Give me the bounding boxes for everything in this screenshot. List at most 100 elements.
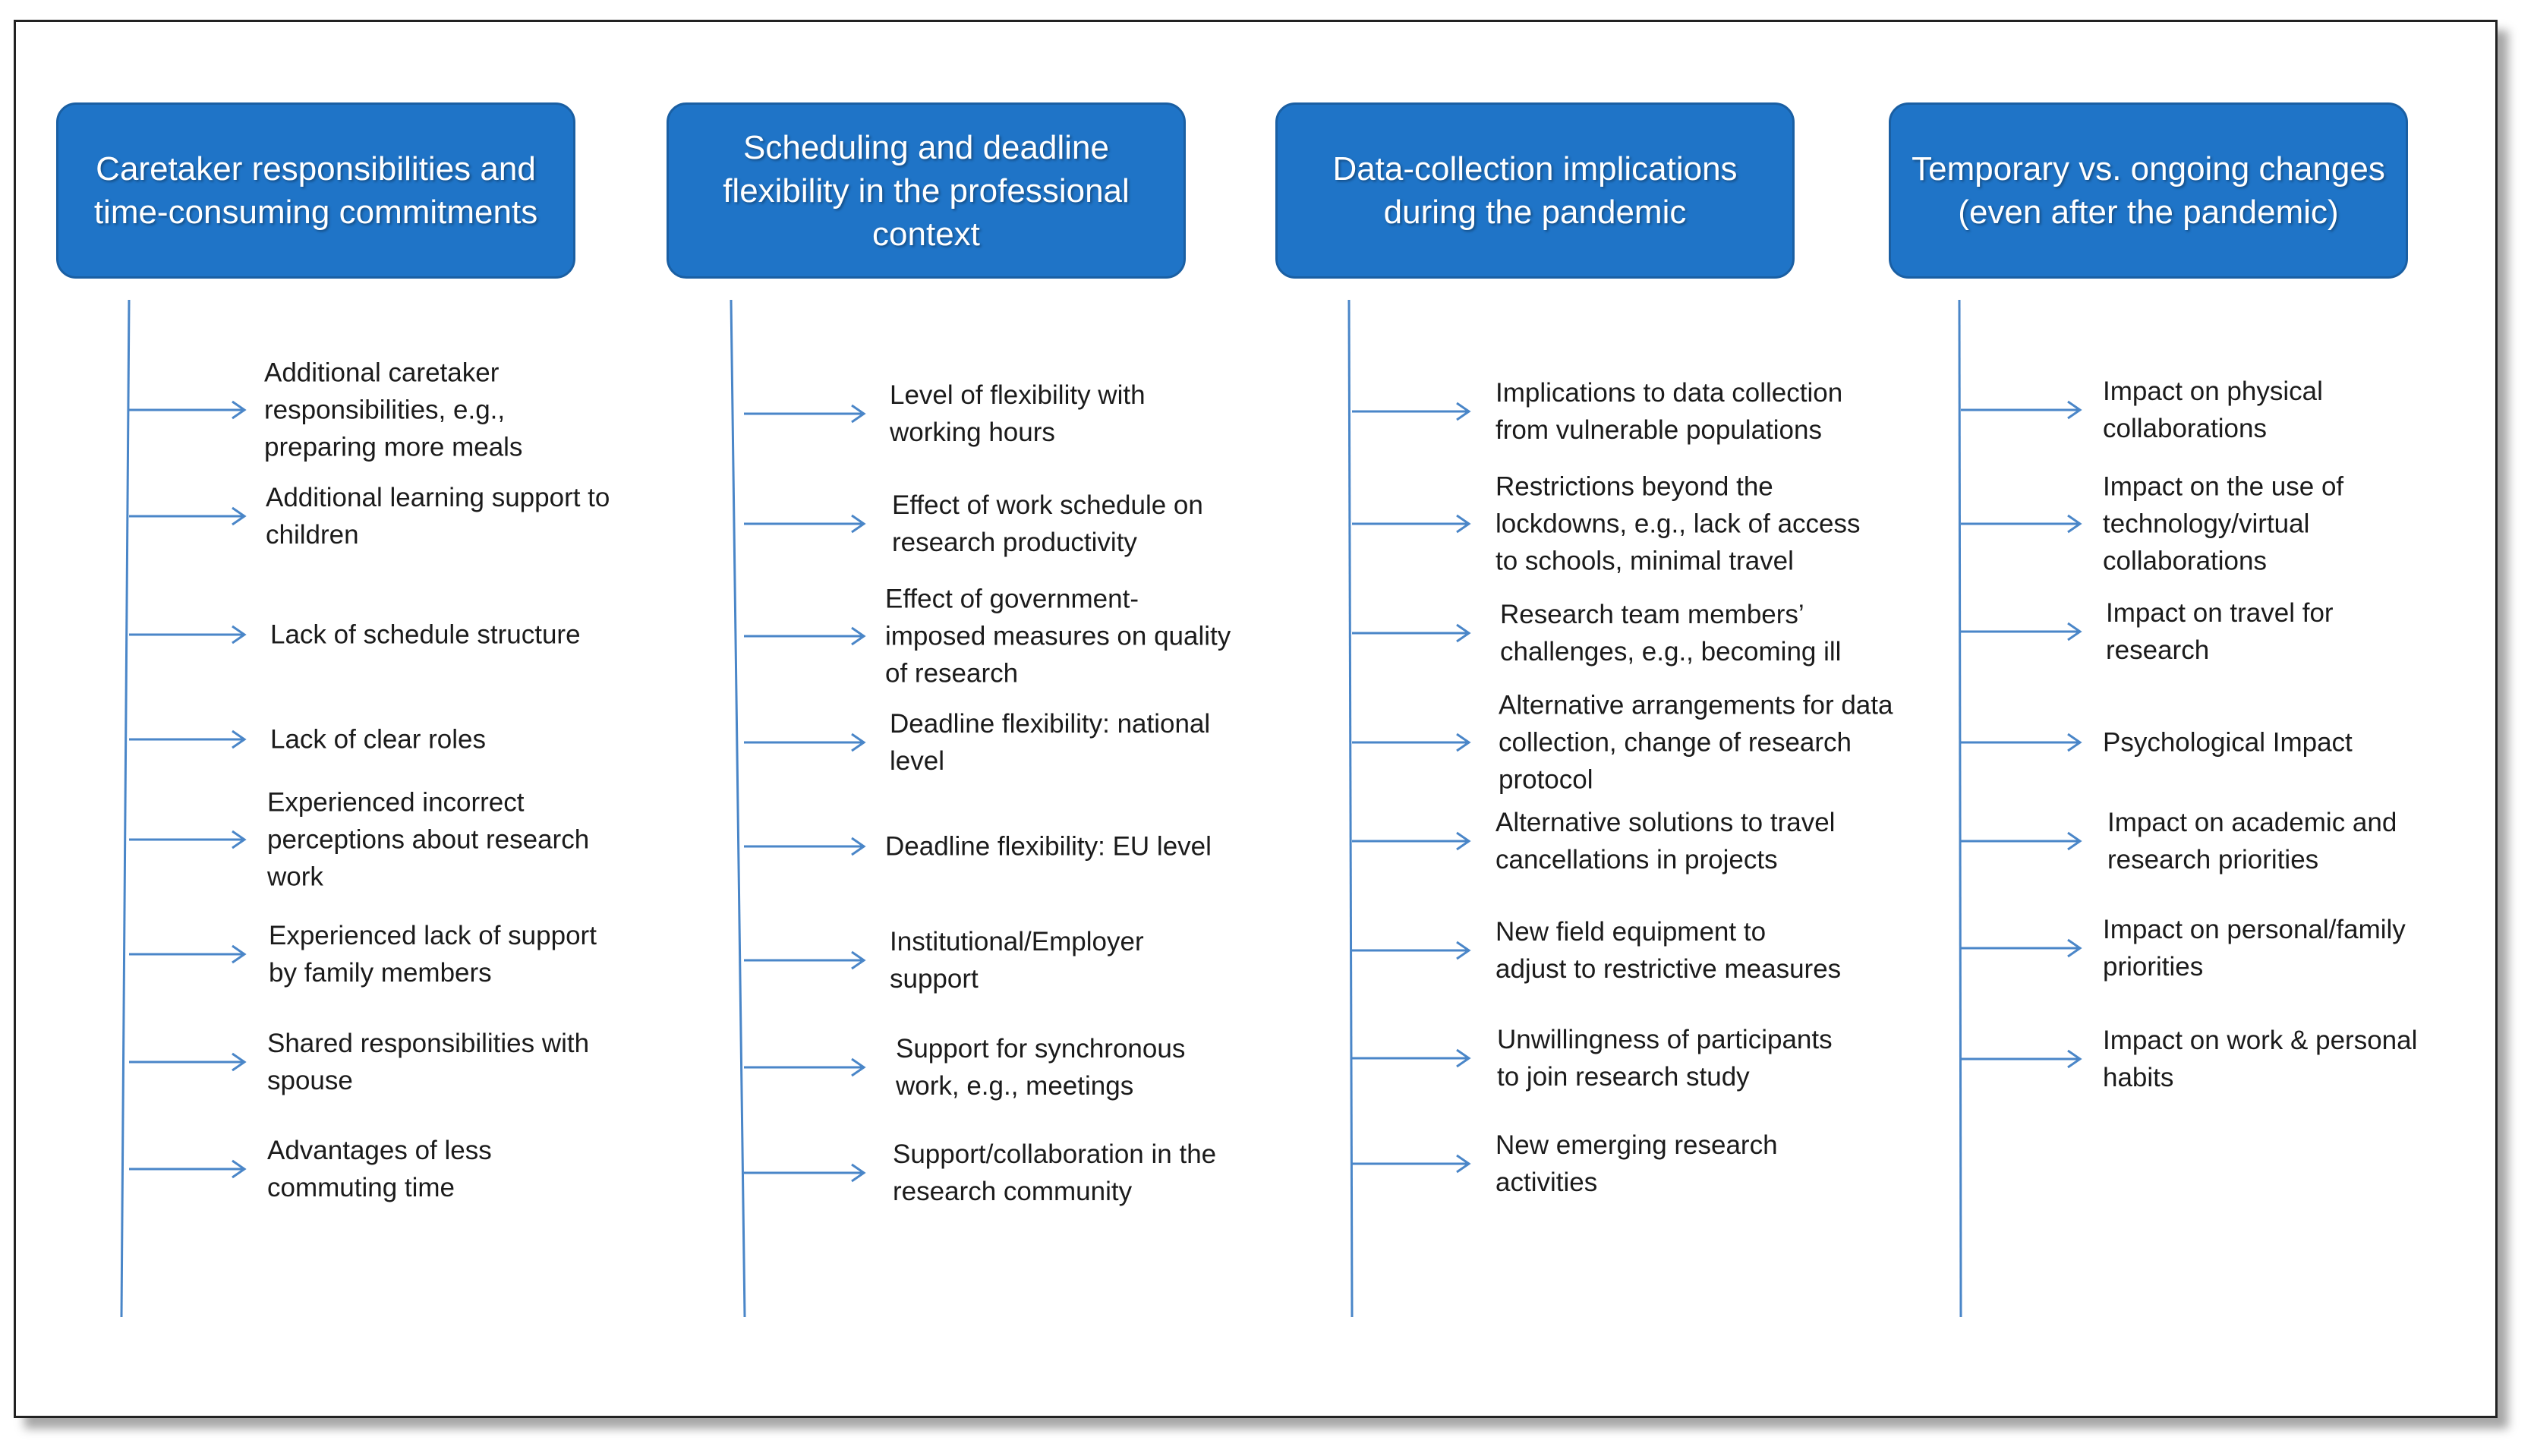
list-item: Effect of government-imposed measures on…: [885, 581, 1231, 692]
column-title-line: Caretaker responsibilities and: [96, 150, 536, 188]
list-item-line: Impact on physical: [2103, 377, 2323, 406]
item-arrow: [1352, 941, 1471, 960]
list-item-line: collaborations: [2103, 546, 2267, 576]
list-item-line: working hours: [890, 418, 1055, 447]
list-item-line: Additional caretaker: [264, 358, 500, 388]
list-item-line: New field equipment to: [1496, 917, 1767, 947]
list-item: Support for synchronous work, e.g., meeti…: [896, 1030, 1185, 1105]
list-item-line: preparing more meals: [264, 432, 523, 462]
list-item-line: challenges, e.g., becoming ill: [1500, 637, 1842, 667]
list-item: Implications to data collection from vuln…: [1496, 374, 1842, 449]
item-arrow: [1352, 733, 1471, 752]
item-arrow: [1961, 622, 2082, 641]
item-arrow: [129, 944, 247, 964]
list-item-line: Impact on work & personal: [2103, 1026, 2418, 1055]
list-item-line: Alternative solutions to travel: [1496, 808, 1836, 837]
list-item-line: Advantages of less: [267, 1136, 492, 1165]
list-item: Level of flexibility with working hours: [890, 377, 1146, 451]
list-item-line: responsibilities, e.g.,: [264, 395, 506, 425]
list-item-line: Support for synchronous: [896, 1034, 1186, 1064]
list-item-line: research community: [893, 1177, 1133, 1206]
list-item-line: Experienced incorrect: [267, 787, 525, 818]
item-arrow: [1352, 1154, 1471, 1174]
item-arrow: [744, 626, 866, 646]
list-item: Research team members’ challenges, e.g., …: [1500, 596, 1841, 670]
item-arrow: [129, 830, 247, 849]
item-arrow: [744, 514, 866, 534]
column-spine-4: [1958, 299, 1962, 1318]
list-item-line: Level of flexibility with: [890, 380, 1146, 410]
list-item-line: Impact on travel for: [2106, 598, 2334, 628]
list-item-line: Lack of clear roles: [270, 724, 487, 755]
item-arrow: [1352, 402, 1471, 421]
list-item-line: to schools, minimal travel: [1496, 546, 1794, 576]
list-item-line: of research: [885, 658, 1019, 689]
list-item-line: Impact on personal/family: [2103, 915, 2406, 944]
list-item-line: Experienced lack of support: [269, 921, 597, 950]
item-arrow: [1961, 514, 2082, 534]
column-title-line: Temporary vs. ongoing changes: [1912, 150, 2385, 188]
list-item-line: work, e.g., meetings: [896, 1071, 1134, 1101]
column-title-line: time-consuming commitments: [93, 194, 538, 231]
list-item: Lack of clear roles: [270, 721, 486, 758]
list-item-line: from vulnerable populations: [1496, 415, 1822, 445]
list-item-line: collection, change of research: [1499, 727, 1852, 758]
list-item-line: activities: [1496, 1168, 1598, 1197]
item-arrow: [1961, 1049, 2082, 1069]
column-header-1: Caretaker responsibilities and time-consu…: [56, 102, 575, 279]
list-item-line: Research team members’: [1500, 600, 1804, 629]
list-item-line: Effect of work schedule on: [892, 490, 1203, 520]
column-spine-3: [1347, 299, 1354, 1318]
list-item-line: research priorities: [2107, 845, 2319, 875]
list-item: Experienced lack of support by family mem…: [269, 917, 597, 991]
item-arrow: [1352, 831, 1471, 851]
column-title-line: Data-collection implications: [1332, 150, 1738, 188]
list-item: Additional caretaker responsibilities, e.…: [264, 355, 522, 466]
item-arrow: [1961, 400, 2082, 420]
list-item-line: children: [266, 520, 359, 550]
column-spine-2: [730, 299, 746, 1318]
item-arrow: [744, 733, 866, 752]
column-title-line: context: [872, 215, 980, 253]
list-item: Deadline flexibility: EU level: [885, 828, 1212, 865]
list-item: New field equipment to adjust to restrict…: [1496, 913, 1841, 988]
list-item-line: research: [2106, 635, 2210, 665]
list-item: Impact on physical collaborations: [2103, 373, 2323, 447]
list-item-line: perceptions about research: [267, 824, 590, 855]
list-item-line: Unwillingness of participants: [1497, 1025, 1833, 1054]
item-arrow: [129, 625, 247, 644]
list-item-line: support: [890, 964, 979, 994]
list-item-line: Lack of schedule structure: [270, 619, 581, 650]
list-item-line: by family members: [269, 958, 492, 988]
list-item-line: Psychological Impact: [2103, 727, 2353, 758]
list-item-line: Impact on academic and: [2107, 808, 2397, 837]
list-item: Experienced incorrect perceptions about r…: [267, 784, 589, 896]
column-title-line: (even after the pandemic): [1958, 194, 2339, 231]
item-arrow: [744, 1057, 866, 1077]
list-item: Psychological Impact: [2103, 724, 2353, 761]
item-arrow: [129, 1052, 247, 1072]
item-arrow: [744, 404, 866, 424]
list-item-line: Implications to data collection: [1496, 378, 1843, 408]
list-item-line: imposed measures on quality: [885, 621, 1231, 651]
list-item-line: Institutional/Employer: [890, 927, 1144, 956]
list-item-line: Deadline flexibility: national: [890, 709, 1211, 739]
item-arrow: [1961, 733, 2082, 752]
item-arrow: [1352, 1048, 1471, 1068]
list-item-line: collaborations: [2103, 414, 2267, 443]
list-item-line: adjust to restrictive measures: [1496, 954, 1842, 984]
list-item-line: lockdowns, e.g., lack of access: [1496, 509, 1861, 539]
column-header-4: Temporary vs. ongoing changes (even after…: [1889, 102, 2408, 279]
list-item-line: to join research study: [1497, 1062, 1750, 1092]
